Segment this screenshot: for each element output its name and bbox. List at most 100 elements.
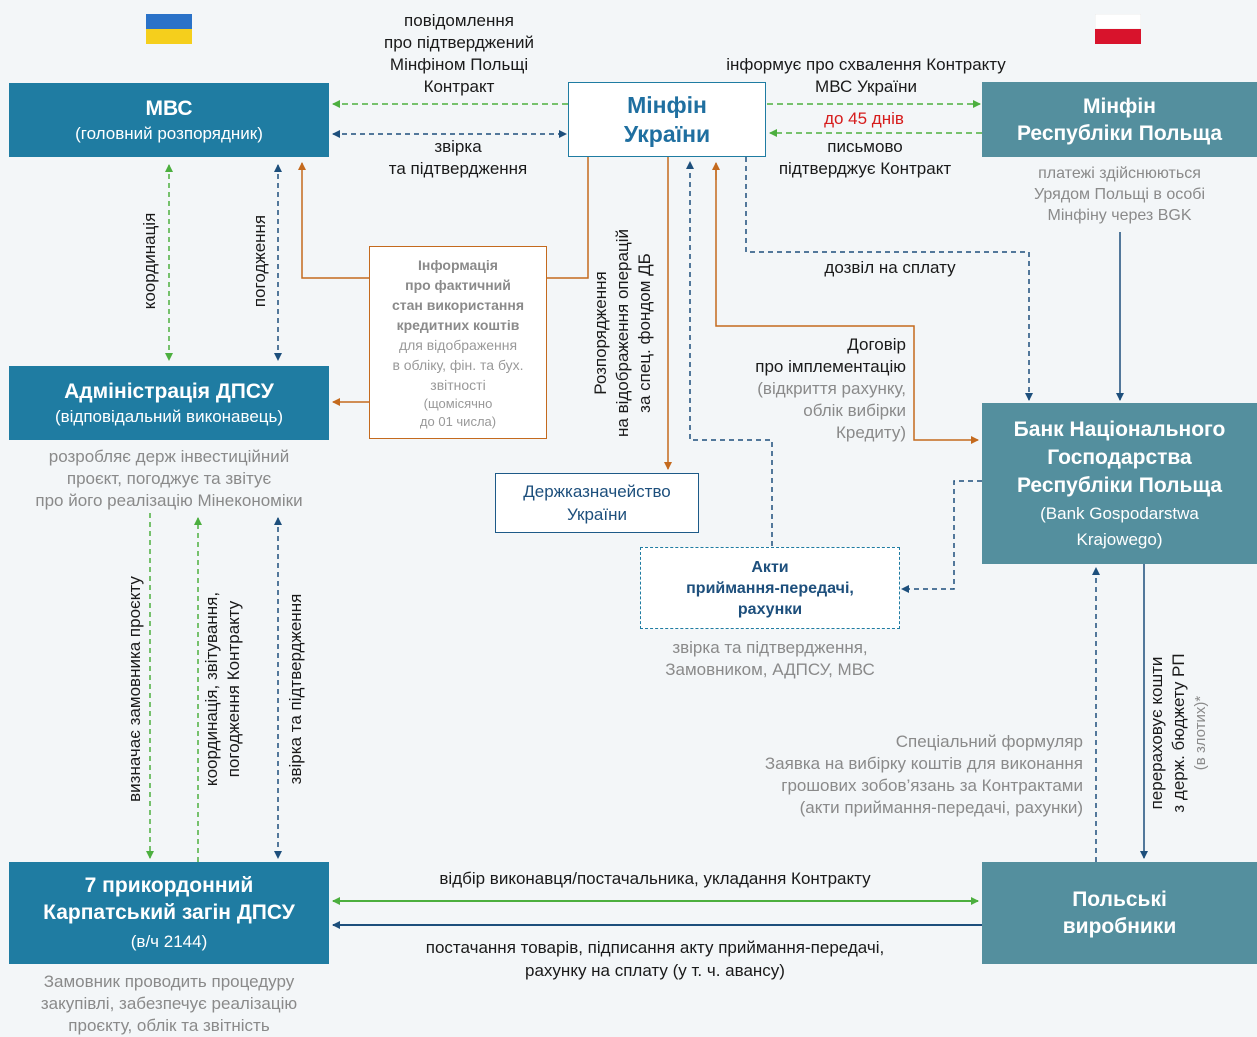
edge-payment-permission <box>745 157 1033 401</box>
label-within-45: до 45 днів <box>824 109 904 128</box>
minfin-pl-note-line: Урядом Польщі в особі <box>1033 186 1206 203</box>
acts-note-line: звірка та підтвердження, <box>672 638 868 657</box>
label-line: Спеціальний формуляр <box>895 732 1083 751</box>
label-supply: постачання товарів, підписання акту прий… <box>340 936 970 982</box>
label-special-form: Спеціальний формуляр Заявка на вибірку к… <box>640 731 1083 819</box>
label-selection: відбір виконавця/постачальника, укладанн… <box>439 869 871 888</box>
label-line: з держ. бюджету РП <box>1169 653 1188 813</box>
info-small-line: до 01 числа) <box>419 413 497 429</box>
edge-agreement <box>715 166 979 444</box>
edge-acts-to-minfin <box>686 161 773 546</box>
producers-line1: Польські <box>1072 888 1167 911</box>
label-line: підтверджує Контракт <box>778 159 952 178</box>
adpsu-note-line: про його реалізацію Мінекономіки <box>35 491 303 510</box>
minfin-ua-line2: України <box>623 120 711 147</box>
label-line: облік вибірки <box>803 401 906 420</box>
label-line: Контракт <box>423 77 495 96</box>
label-line: звірка <box>434 137 482 156</box>
acts-line: приймання-передачі, <box>686 579 854 597</box>
minfin-pl-box: Мінфін Республіки Польща <box>982 82 1257 157</box>
label-line: Розпорядження <box>591 271 610 395</box>
minfin-pl-note-line: платежі здійснюються <box>1038 165 1201 182</box>
producers-line2: виробники <box>1062 915 1177 938</box>
label-line: та підтвердження <box>388 159 528 178</box>
bgk-line: Банк Національного <box>1013 417 1226 441</box>
label-line: за спец. фондом ДБ <box>635 253 654 413</box>
label-line: про підтверджений <box>383 33 534 52</box>
label-line: повідомлення <box>404 11 514 30</box>
poland-flag-icon <box>1095 14 1141 44</box>
info-small-line: (щомісячно <box>423 395 493 411</box>
label-coord-report: координація, звітування, погодження Конт… <box>201 564 245 814</box>
label-line: погодження Контракту <box>224 600 243 778</box>
label-coordination: координація <box>140 212 159 310</box>
info-line: в обліку, фін. та бух. <box>392 356 524 373</box>
label-line: Кредиту) <box>836 423 906 442</box>
label-line: постачання товарів, підписання акту прий… <box>425 938 885 957</box>
minfin-pl-line1: Мінфін <box>1083 94 1156 118</box>
border-sub: (в/ч 2144) <box>130 932 208 951</box>
minfin-ua-line1: Мінфін <box>627 91 707 118</box>
label-line: інформує про схвалення Контракту <box>726 55 1006 74</box>
border-line1: 7 прикордонний <box>84 874 254 897</box>
info-bold-line: стан використання <box>391 296 525 313</box>
label-informs-approval: інформує про схвалення Контракту МВС Укр… <box>680 54 1052 98</box>
label-defines-customer: визначає замовника проєкту <box>125 576 144 802</box>
label-line: Заявка на вибірку коштів для виконання <box>764 754 1083 773</box>
border-note-line: закупівлі, забезпечує реалізацію <box>40 994 298 1013</box>
border-note-line: проєкту, облік та звітність <box>68 1016 270 1035</box>
label-line: (в злотих)* <box>1192 695 1209 771</box>
label-reconcile-top: звірка та підтвердження <box>358 136 558 180</box>
label-line: грошових зобов’язань за Контрактами <box>781 776 1083 795</box>
label-line: (відкриття рахунку, <box>757 379 906 398</box>
treasury-line2: України <box>567 505 627 524</box>
adpsu-subtitle: (відповідальний виконавець) <box>54 406 284 426</box>
border-detachment-box: 7 прикордонний Карпатський загін ДПСУ (в… <box>9 862 329 964</box>
bgk-sub: (Bank Gospodarstwa <box>1040 503 1199 523</box>
label-transfers: перераховує кошти з держ. бюджету РП (в … <box>1146 628 1212 838</box>
label-payment-permission: дозвіл на сплату <box>824 258 956 277</box>
info-bold-line: Інформація <box>418 256 498 273</box>
info-box: Інформація про фактичний стан використан… <box>369 246 547 439</box>
mvs-subtitle: (головний розпорядник) <box>75 123 263 143</box>
info-line: для відображення <box>398 336 518 353</box>
acts-note-line: Замовником, АДПСУ, МВС <box>665 660 875 679</box>
label-line: координація, звітування, <box>202 591 221 787</box>
adpsu-note-line: проєкт, погоджує та звітує <box>66 469 272 488</box>
treasury-line1: Держказначейство <box>523 482 671 501</box>
label-notify-contract: повідомлення про підтверджений Мінфіном … <box>330 10 588 98</box>
adpsu-note-line: розробляє держ інвестиційний <box>48 447 290 466</box>
bgk-sub: Krajowego) <box>1076 529 1163 549</box>
treasury-box: Держказначейство України <box>495 473 699 533</box>
border-note-line: Замовник проводить процедуру <box>43 972 295 991</box>
label-written-confirm: письмово підтверджує Контракт <box>750 136 980 180</box>
adpsu-box: Адміністрація ДПСУ (відповідальний викон… <box>9 366 329 440</box>
label-agreement: Договір про імплементацію (відкриття рах… <box>700 334 906 444</box>
label-line: Договір <box>847 335 906 354</box>
label-reconcile-vertical: звірка та підтвердження <box>286 593 305 785</box>
label-line: рахунку на сплату (у т. ч. авансу) <box>525 961 785 980</box>
label-approval: погодження <box>250 214 269 308</box>
minfin-ua-box: Мінфін України <box>568 82 766 157</box>
label-line: на відображення операцій <box>613 229 632 437</box>
label-line: про імплементацію <box>755 357 906 376</box>
info-bold-line: про фактичний <box>405 276 511 293</box>
acts-line: Акти <box>751 558 789 576</box>
bgk-box: Банк Національного Господарства Республі… <box>982 403 1257 564</box>
producers-box: Польські виробники <box>982 862 1257 964</box>
acts-note: звірка та підтвердження, Замовником, АДП… <box>630 637 910 681</box>
border-line2: Карпатський загін ДПСУ <box>43 901 295 924</box>
info-bold-line: кредитних коштів <box>396 316 520 333</box>
mvs-box: МВС (головний розпорядник) <box>9 83 329 157</box>
border-note: Замовник проводить процедуру закупівлі, … <box>0 971 338 1037</box>
adpsu-title: Адміністрація ДПСУ <box>64 379 274 403</box>
bgk-line: Господарства <box>1047 445 1192 469</box>
label-line: перераховує кошти <box>1147 656 1166 810</box>
info-line: звітності <box>430 376 486 393</box>
label-line: (акти приймання-передачі, рахунки) <box>799 798 1083 817</box>
acts-box: Акти приймання-передачі, рахунки <box>640 547 900 629</box>
label-line: МВС України <box>815 77 917 96</box>
minfin-pl-note: платежі здійснюються Урядом Польщі в осо… <box>982 163 1257 226</box>
bgk-line: Республіки Польща <box>1016 473 1223 497</box>
